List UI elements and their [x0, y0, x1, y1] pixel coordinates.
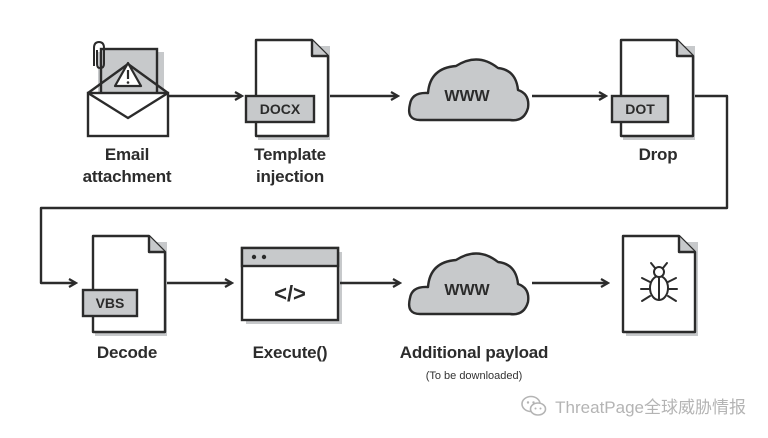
bug-icon [640, 262, 678, 302]
drop-label: Drop [638, 145, 678, 164]
cloud-www-text: WWW [444, 282, 490, 299]
email-attachment-label: Email attachment [82, 145, 172, 186]
paperclip-icon [93, 40, 105, 70]
email-attachment-icon [86, 40, 170, 138]
warning-icon [113, 61, 143, 88]
code-window-icon: </> [240, 246, 342, 324]
vbs-document-icon: VBS [81, 234, 167, 336]
to-be-downloaded-note: (To be downloaded) [425, 370, 523, 382]
watermark-text: ThreatPage全球威胁情报 [555, 398, 746, 417]
template-injection-label: Template injection [254, 145, 326, 186]
additional-payload-label: Additional payload [399, 343, 549, 362]
dot-document-icon: DOT [610, 38, 695, 140]
docx-badge-text: DOCX [260, 101, 301, 117]
arrow-drop-to-decode [39, 94, 729, 283]
cloud-icon: WWW [407, 252, 530, 316]
malware-document-icon [621, 234, 698, 336]
docx-document-icon: DOCX [244, 38, 330, 140]
vbs-badge-text: VBS [96, 295, 125, 311]
decode-label: Decode [96, 343, 158, 362]
cloud-icon: WWW [407, 58, 530, 122]
wechat-icon [521, 395, 547, 416]
cloud-www-text: WWW [444, 88, 490, 105]
code-symbol-text: </> [274, 281, 306, 306]
execute-label: Execute() [252, 343, 328, 362]
watermark: ThreatPage全球威胁情报 [521, 393, 746, 418]
dot-badge-text: DOT [625, 101, 655, 117]
